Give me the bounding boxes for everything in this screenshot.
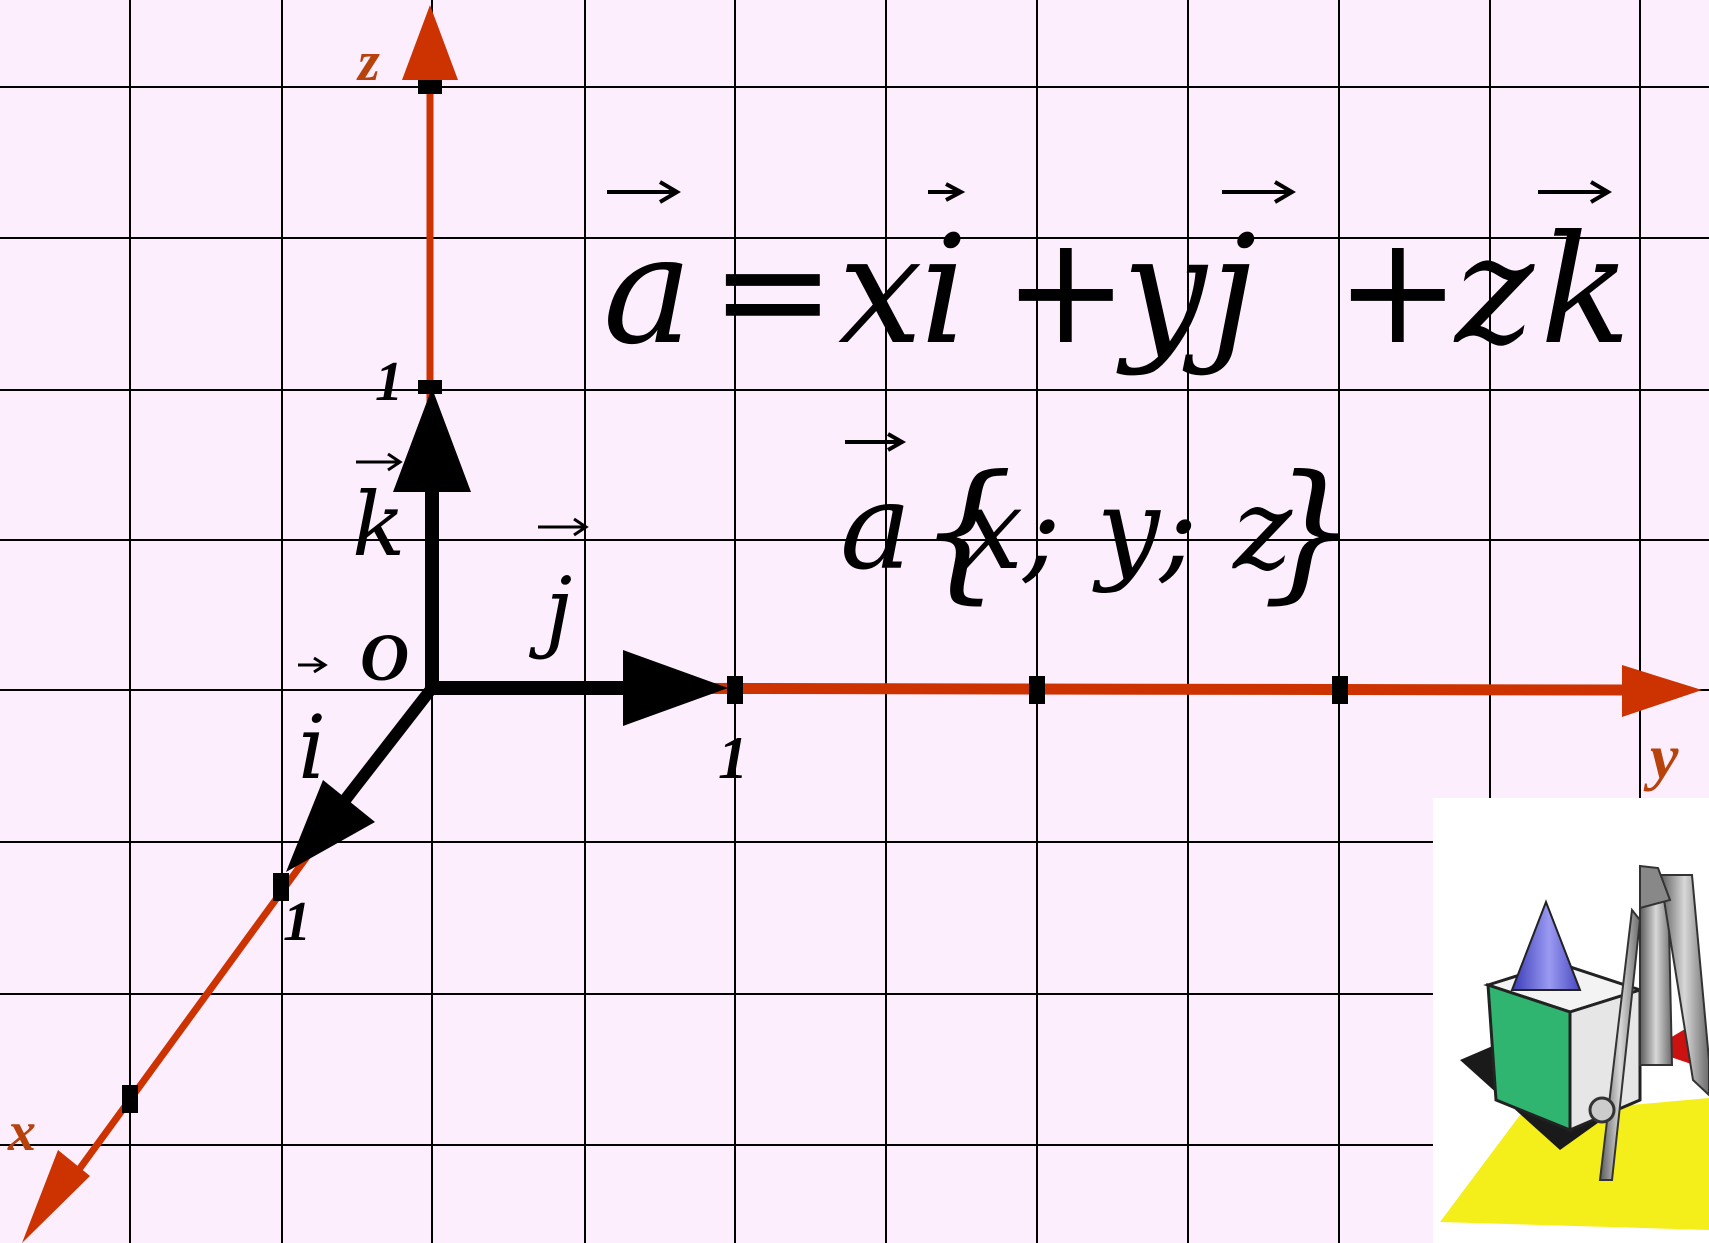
tick-x-2: [122, 1085, 138, 1113]
vector-i-shaft: [340, 684, 437, 804]
axis-labels: z y x O 1 1 1: [7, 31, 1679, 1163]
vector-i-label: i: [298, 696, 326, 799]
formula-plus-1: +: [1003, 204, 1129, 378]
vector-j-overarrow: [538, 517, 589, 537]
formula-i-overarrow: [928, 182, 966, 202]
x-axis-arrowhead: [22, 1150, 90, 1243]
coords-open-brace: {: [918, 444, 1013, 618]
formula-equals: =: [710, 204, 836, 378]
origin-label: O: [360, 619, 409, 695]
formula-j-overarrow: [1222, 180, 1296, 204]
vector-labels: k j i: [298, 452, 589, 799]
formula-y: y: [1116, 204, 1209, 378]
x-axis-label: x: [7, 1101, 36, 1163]
vector-j-arrowhead: [623, 650, 728, 726]
vector-i-arrowhead: [286, 780, 375, 872]
z-axis-label: z: [356, 31, 380, 93]
vector-k-label: k: [352, 473, 405, 576]
tick-z-top: [418, 80, 442, 94]
formula-k-overarrow: [1538, 180, 1612, 204]
vector-k-arrowhead: [393, 388, 471, 492]
tick-y-2: [1029, 676, 1045, 704]
decomposition-formula: a = x i + y j + z k: [603, 180, 1631, 378]
formula-a: a: [603, 204, 692, 378]
formula-a-overarrow: [607, 180, 681, 204]
tick-y-1: [727, 676, 743, 704]
coords-close-brace: }: [1262, 444, 1357, 618]
tick-marks: [122, 80, 1348, 1113]
coords-a-overarrow: [845, 432, 907, 452]
coords-content: x; y; z: [960, 465, 1293, 595]
formula-i: i: [920, 204, 968, 378]
formula-z: z: [1453, 204, 1535, 378]
coords-a: a: [840, 458, 912, 597]
tick-z-1: [418, 380, 442, 394]
vector-k-overarrow: [356, 452, 403, 472]
vector-j-label: j: [528, 558, 572, 661]
y-axis-arrowhead: [1622, 665, 1702, 717]
unit-vectors: [286, 388, 728, 872]
vector-i-overarrow: [298, 656, 328, 674]
tick-y-3: [1332, 676, 1348, 704]
formula-x: x: [838, 204, 923, 378]
z-unit-label: 1: [375, 351, 403, 413]
formula-k: k: [1540, 204, 1631, 378]
y-unit-label: 1: [718, 725, 748, 791]
x-unit-label: 1: [283, 891, 311, 953]
coordinates-formula: a { x; y; z }: [840, 432, 1357, 618]
tick-x-1: [273, 873, 289, 901]
z-axis-arrowhead: [402, 5, 458, 80]
y-axis-label: y: [1643, 721, 1679, 792]
geometry-compass-cone-cube-icon: [1433, 798, 1709, 1243]
formula-plus-2: +: [1335, 204, 1461, 378]
